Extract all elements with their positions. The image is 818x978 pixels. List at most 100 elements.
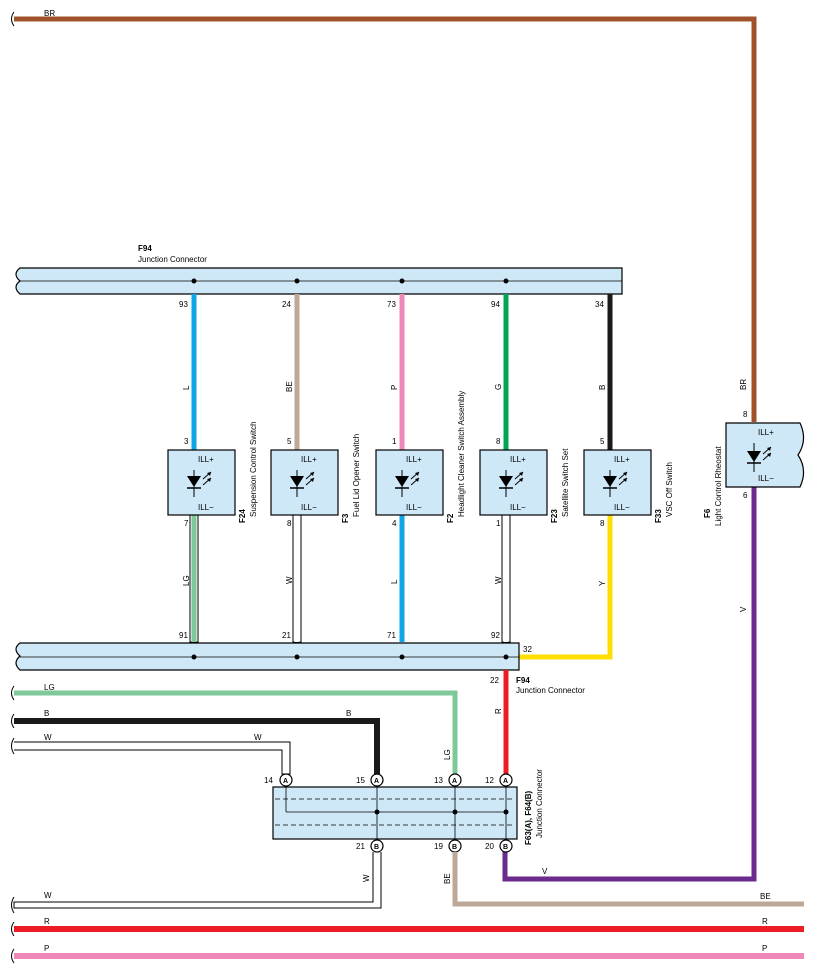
ill-minus-f33: ILL−	[614, 503, 630, 512]
wire-label-w-left: W	[44, 733, 52, 742]
wire-label-be-right: BE	[760, 892, 771, 901]
wire-label-upper-f3: BE	[285, 381, 294, 392]
bus-top-pin-f33: 34	[595, 300, 604, 309]
bus-top-pin-f3: 24	[282, 300, 291, 309]
bus-top-pin-f23: 94	[491, 300, 500, 309]
led-icon	[395, 470, 420, 497]
pin-conn-21: B	[374, 844, 379, 851]
wire-label-upper-f33: B	[598, 385, 607, 390]
rheostat-ill-plus: ILL+	[758, 428, 774, 437]
desc-f2: Headlight Cleaner Switch Assembly	[457, 391, 466, 517]
wire-label-upper-f23: G	[494, 384, 503, 390]
wire-label-lower-f2: L	[390, 579, 399, 584]
switch-column-f3: 24 BE 5 ILL+ ILL− 8 F3 Fuel Lid Opener S…	[270, 294, 361, 643]
bus-top-pin-f24: 93	[179, 300, 188, 309]
pin-num-20: 20	[485, 842, 494, 851]
rheostat-code: F6	[703, 508, 712, 518]
code-f33: F33	[654, 509, 663, 523]
top-bus-code: F94	[138, 244, 152, 253]
wire-label-r-right: R	[762, 917, 768, 926]
desc-f24: Suspension Control Switch	[249, 421, 258, 517]
wire-label-br-rheostat: BR	[739, 379, 748, 390]
code-f23: F23	[550, 509, 559, 523]
pin-conn-12: A	[503, 778, 508, 785]
led-icon	[290, 470, 315, 497]
pin-num-13: 13	[434, 776, 443, 785]
ill-plus-f2: ILL+	[406, 455, 422, 464]
ill-plus-f3: ILL+	[301, 455, 317, 464]
wire-label-w-bottom: W	[44, 891, 52, 900]
wire-label-lower-f24: LG	[182, 575, 191, 586]
wire-label-b-left: B	[44, 709, 49, 718]
bus-bottom-pin-f24: 91	[179, 631, 188, 640]
junction-output-wires: BE BE W W	[11, 852, 804, 914]
wire-label-be-drop: BE	[443, 873, 452, 884]
rheostat-bottom-pin: 6	[743, 491, 748, 500]
desc-f3: Fuel Lid Opener Switch	[352, 434, 361, 517]
led-icon	[187, 470, 212, 497]
top-junction-bus: F94 Junction Connector	[15, 244, 623, 295]
wire-label-lower-f33: Y	[598, 580, 607, 586]
bottom-bus-desc: Junction Connector	[516, 686, 585, 695]
code-f24: F24	[238, 509, 247, 523]
led-icon	[747, 443, 772, 472]
rheostat-ill-minus: ILL−	[758, 474, 774, 483]
bottom-pin-f23: 1	[496, 519, 501, 528]
wire-label-r-left: R	[44, 917, 50, 926]
ill-minus-f24: ILL−	[198, 503, 214, 512]
wire-label-p-right: P	[762, 944, 767, 953]
bottom-pin-f24: 7	[184, 519, 189, 528]
switch-column-f2: 73 P 1 ILL+ ILL− 4 F2 Headlight Cleaner …	[375, 294, 466, 642]
rheostat-desc: Light Control Rheostat	[714, 446, 723, 526]
pin-conn-13: A	[452, 778, 457, 785]
led-icon	[603, 470, 628, 497]
wire-label-r-drop: R	[494, 708, 503, 714]
bottom-pin-f2: 4	[392, 519, 397, 528]
wire-label-v-rise: V	[739, 606, 748, 612]
pin-num-19: 19	[434, 842, 443, 851]
switch-column-f23: 94 G 8 ILL+ ILL− 1 F23 Satellite Switch …	[479, 294, 570, 643]
top-pin-f2: 1	[392, 437, 397, 446]
rheostat-top-pin: 8	[743, 410, 748, 419]
desc-f23: Satellite Switch Set	[561, 448, 570, 517]
bus-bottom-pin-f23: 92	[491, 631, 500, 640]
wire-label-upper-f2: P	[390, 385, 399, 390]
pin-num-12: 12	[485, 776, 494, 785]
ill-plus-f24: ILL+	[198, 455, 214, 464]
rheostat-f6: 8 ILL+ ILL− 6 F6 Light Control Rheostat …	[502, 410, 805, 882]
ill-plus-f23: ILL+	[510, 455, 526, 464]
bottom-pin-f33: 8	[600, 519, 605, 528]
pin-conn-19: B	[452, 844, 457, 851]
bus-bottom-pin-f33: 32	[523, 645, 532, 654]
left-feed-wires: LG LG B B W W R	[11, 670, 509, 775]
top-pin-f3: 5	[287, 437, 292, 446]
top-pin-f33: 5	[600, 437, 605, 446]
br-wire-top: BR BR	[11, 9, 757, 422]
switch-column-f24: 93 L 3 ILL+ ILL− 7 F24 Suspension Contro…	[167, 294, 258, 643]
top-pin-f24: 3	[184, 437, 189, 446]
bus-out-pin: 22	[490, 676, 499, 685]
wire-label-b-junction: B	[346, 709, 351, 718]
wire-label-lg-junction: LG	[443, 749, 452, 760]
wire-label-p-left: P	[44, 944, 49, 953]
wire-label-br: BR	[44, 9, 55, 18]
desc-f33: VSC Off Switch	[665, 462, 674, 517]
pin-num-14: 14	[264, 776, 273, 785]
wire-label-lower-f3: W	[285, 576, 294, 584]
pin-num-21: 21	[356, 842, 365, 851]
ill-plus-f33: ILL+	[614, 455, 630, 464]
bottom-wires: R R P P	[11, 917, 804, 964]
wire-label-lower-f23: W	[494, 576, 503, 584]
led-icon	[499, 470, 524, 497]
bus-top-pin-f2: 73	[387, 300, 396, 309]
bus-bottom-pin-f2: 71	[387, 631, 396, 640]
wire-label-w-drop: W	[362, 874, 371, 882]
pin-conn-15: A	[374, 778, 379, 785]
junction-code: F63(A), F64(B)	[524, 790, 533, 845]
wire-label-w-junction: W	[254, 733, 262, 742]
ill-minus-f2: ILL−	[406, 503, 422, 512]
pin-conn-20: B	[503, 844, 508, 851]
bottom-bus-code: F94	[516, 676, 530, 685]
ill-minus-f23: ILL−	[510, 503, 526, 512]
code-f2: F2	[446, 513, 455, 523]
